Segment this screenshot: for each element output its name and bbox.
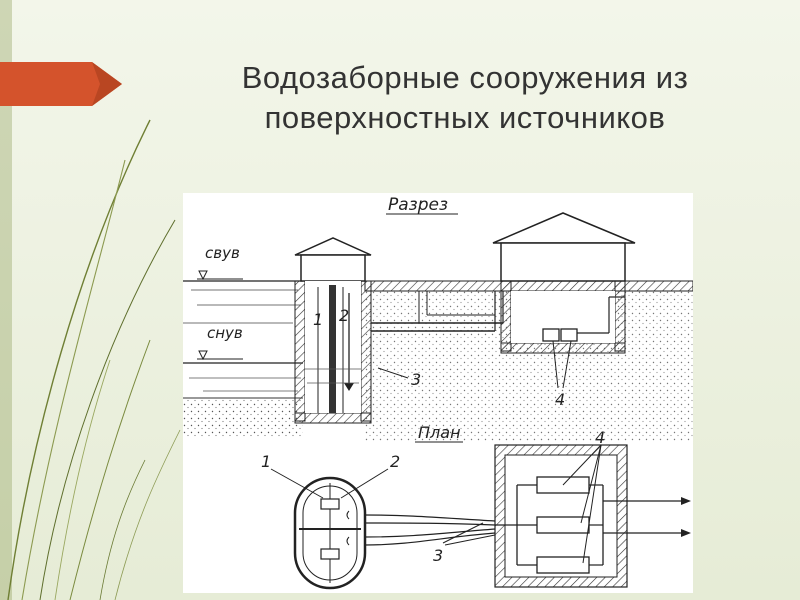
high-water-level-label: свув [205, 244, 240, 262]
plan-label: План [418, 423, 461, 442]
suction-pipes-plan [364, 514, 496, 546]
callout-1-plan: 1 [261, 452, 271, 471]
callout-4-section: 4 [555, 390, 565, 409]
water-intake-diagram: Разрез свув снув [183, 193, 693, 593]
low-level-marker [198, 350, 208, 361]
section-label: Разрез [388, 195, 448, 215]
intake-well-house [294, 237, 372, 282]
reservoir-water [183, 280, 303, 438]
low-water-level-label: снув [207, 324, 243, 342]
pump-station-plan [494, 444, 691, 588]
callout-2-plan: 2 [390, 452, 400, 471]
callout-2-section: 2 [339, 306, 349, 325]
high-level-marker [198, 270, 208, 281]
pump-station-house [492, 212, 636, 354]
callout-3-plan: 3 [433, 546, 443, 565]
intake-well-plan [293, 476, 367, 590]
slide-title: Водозаборные сооружения из поверхностных… [150, 58, 780, 138]
callout-1-section: 1 [313, 310, 323, 329]
slide-title-line-2: поверхностных источников [264, 100, 666, 135]
callout-4-plan: 4 [595, 428, 605, 447]
callout-3-section: 3 [411, 370, 421, 389]
intake-well [294, 280, 372, 424]
accent-arrow [0, 62, 122, 106]
slide-title-line-1: Водозаборные сооружения из [241, 60, 689, 95]
